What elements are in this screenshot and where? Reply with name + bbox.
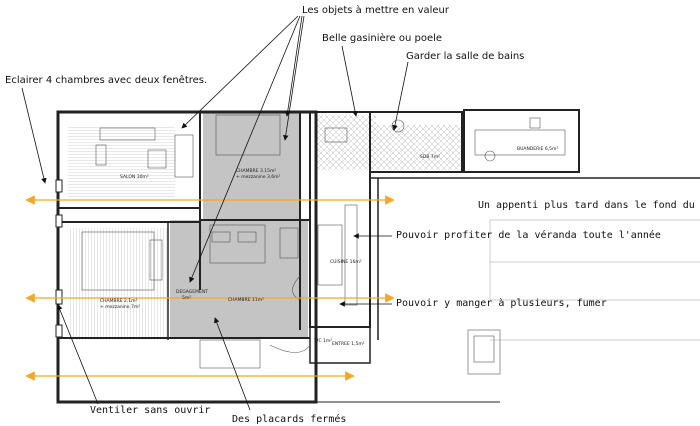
- annotation-ventiler: Ventiler sans ouvrir: [90, 405, 210, 416]
- room-label-chambre-mid: CHAMBRE 11m²: [228, 297, 264, 303]
- room-label-cuisine: CUISINE 16m²: [330, 259, 362, 265]
- room-label-degagement-sub: 5m²: [182, 295, 191, 301]
- room-label-entree: ENTREE 1,5m²: [332, 341, 365, 347]
- annotation-gasiniere: Belle gasinière ou poele: [322, 32, 442, 44]
- room-label-chambre-top: CHAMBRE 3.15m²: [236, 168, 276, 174]
- annotation-veranda: Pouvoir profiter de la véranda toute l'a…: [396, 229, 661, 241]
- leader-lines: [21, 15, 409, 411]
- building-walls: [56, 109, 700, 404]
- annotations: Les objets à mettre en valeur Belle gasi…: [5, 4, 700, 425]
- room-label-chambre-left-sub: + mezzanine 7m²: [100, 304, 140, 310]
- furniture: [81, 114, 566, 375]
- room-label-degagement: DEGAGEMENT: [176, 289, 208, 295]
- room-labels: SALON 30m² CHAMBRE 3.15m² + mezzanine 3,…: [100, 146, 558, 347]
- salon-floor: [68, 125, 175, 197]
- annotation-placards: Des placards fermés: [232, 413, 346, 425]
- highlighted-area: [170, 112, 308, 338]
- annotation-appenti: Un appenti plus tard dans le fond du jar…: [478, 200, 700, 211]
- annotation-objets: Les objets à mettre en valeur: [302, 4, 450, 16]
- bathroom-tile: [371, 125, 463, 170]
- left-bedroom-floor: [68, 228, 168, 340]
- garden-lines: [489, 219, 700, 341]
- room-label-buanderie: BUANDERIE 6,5m²: [517, 146, 558, 152]
- annotation-eclairer: Eclairer 4 chambres avec deux fenêtres.: [5, 74, 207, 86]
- room-label-salon: SALON 30m²: [120, 174, 149, 180]
- annotation-manger: Pouvoir y manger à plusieurs, fumer: [396, 297, 607, 309]
- light-arrows: [25, 195, 395, 381]
- room-label-wc: WC 1m²: [314, 338, 332, 344]
- room-label-sdb: SDB 7m²: [420, 154, 440, 160]
- room-label-chambre-top-sub: + mezzanine 3,6m²: [236, 174, 281, 180]
- kitchen-tile: [316, 115, 376, 170]
- room-label-chambre-left: CHAMBRE 2.1m²: [100, 298, 138, 304]
- annotation-salle-bains: Garder la salle de bains: [406, 51, 524, 62]
